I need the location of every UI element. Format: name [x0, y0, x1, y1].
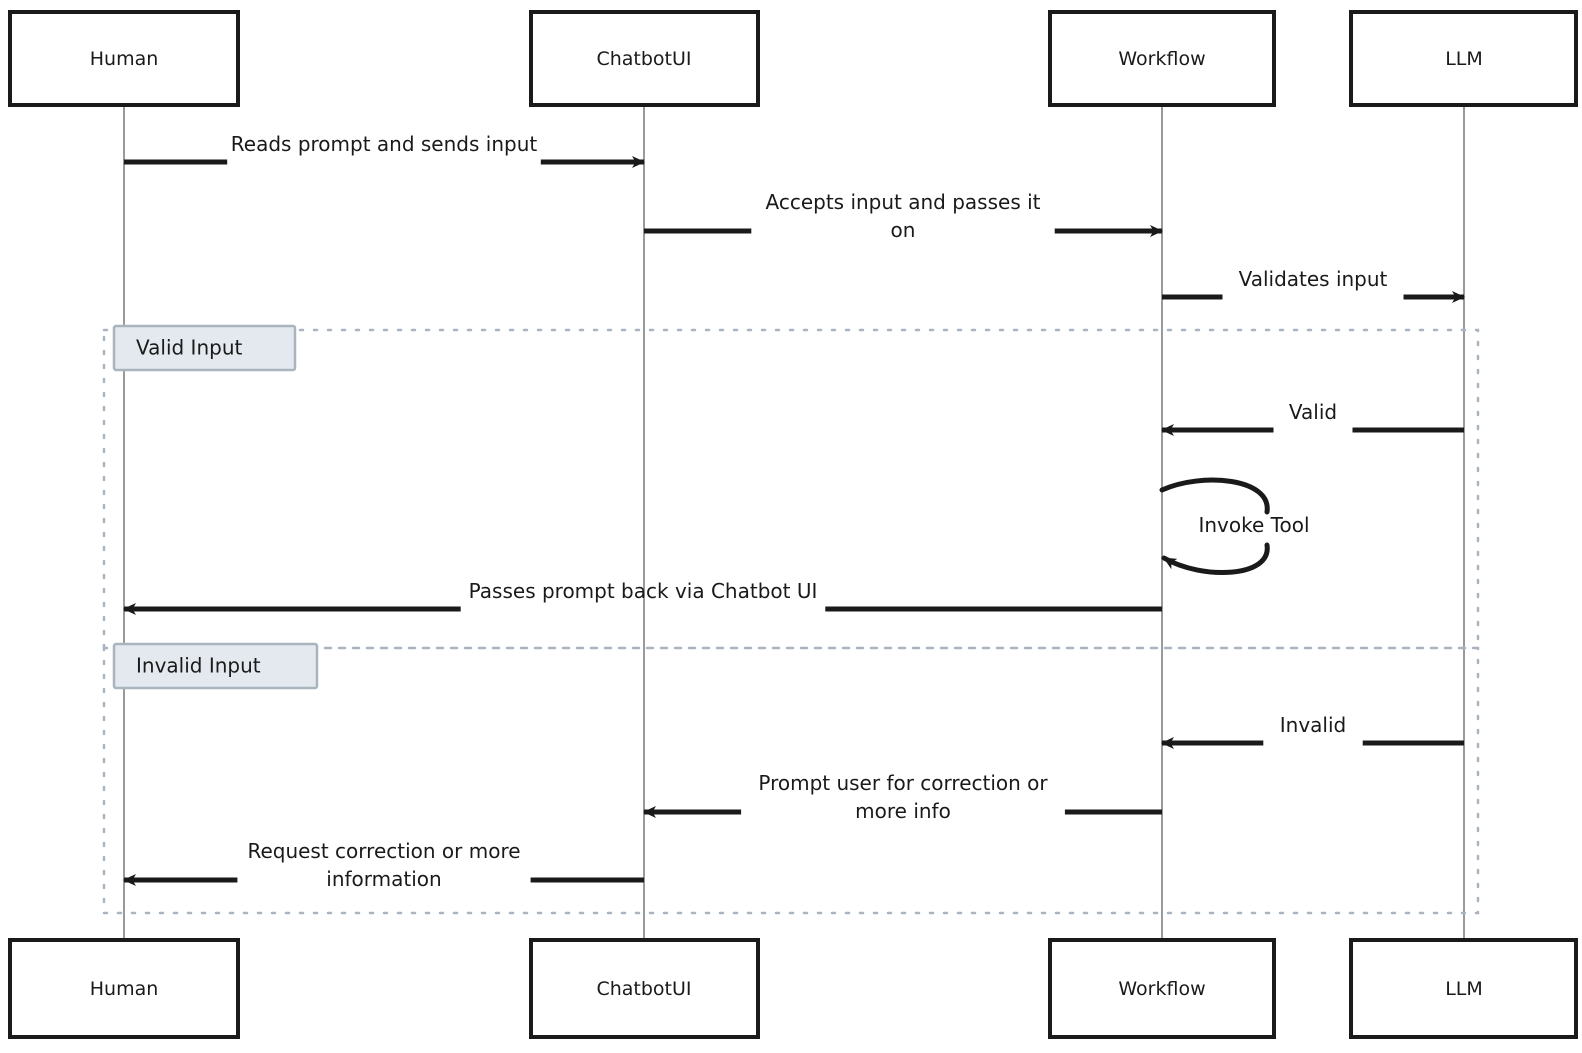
message-label-m9-line2: information: [326, 867, 441, 891]
message-label-m9-line1: Request correction or more: [247, 839, 520, 863]
lifelines-group: [123, 105, 1465, 940]
message-m2: Accepts input and passes it on: [644, 190, 1163, 242]
fragment-box-invalid-input: [102, 646, 1480, 915]
message-m1: Reads prompt and sends input: [124, 132, 645, 168]
actor-box-top-rect-llm: [1349, 10, 1578, 107]
message-m9: Request correction or more information: [123, 839, 644, 891]
message-label-m7: Invalid: [1280, 713, 1346, 737]
message-label-m3: Validates input: [1239, 267, 1388, 291]
message-m5: Invoke Tool: [1159, 477, 1310, 575]
fragment-label-box-valid-input: [112, 324, 297, 372]
actor-box-top-label-workflow: Workflow: [1118, 48, 1205, 70]
actor-box-bottom-rect-chatbotui: [529, 938, 760, 1039]
fragment-label-valid-input: Valid Input: [136, 336, 242, 360]
actor-box-bottom-chatbotui[interactable]: ChatbotUI: [529, 938, 760, 1039]
message-m7: Invalid: [1161, 713, 1464, 749]
actor-box-top-chatbotui[interactable]: ChatbotUI: [529, 10, 760, 107]
message-label-m2-line1: Accepts input and passes it: [766, 190, 1041, 214]
actor-boxes-top-group: Human ChatbotUI Workflow LLM: [8, 10, 1578, 107]
message-label-m4: Valid: [1289, 400, 1337, 424]
message-m3: Validates input: [1162, 267, 1465, 303]
self-loop-upper-m5: [1159, 477, 1270, 515]
message-label-m2-line2: on: [891, 218, 916, 242]
actor-box-top-label-human: Human: [90, 48, 159, 70]
actor-box-bottom-rect-human: [8, 938, 240, 1039]
message-label-m8-line2: more info: [855, 799, 951, 823]
message-label-m8-line1: Prompt user for correction or: [758, 771, 1048, 795]
message-m8: Prompt user for correction or more info: [643, 771, 1162, 823]
message-label-m1: Reads prompt and sends input: [231, 132, 538, 156]
actor-box-top-human[interactable]: Human: [8, 10, 240, 107]
actor-box-top-workflow[interactable]: Workflow: [1048, 10, 1276, 107]
actor-boxes-bottom-group: Human ChatbotUI Workflow LLM: [8, 938, 1578, 1039]
actor-box-bottom-label-chatbotui: ChatbotUI: [596, 978, 691, 1000]
actor-box-top-llm[interactable]: LLM: [1349, 10, 1578, 107]
actor-box-bottom-human[interactable]: Human: [8, 938, 240, 1039]
actor-box-bottom-label-human: Human: [90, 978, 159, 1000]
fragment-label-box-invalid-input: [112, 642, 319, 690]
actor-box-top-label-llm: LLM: [1445, 48, 1483, 70]
actor-box-bottom-rect-llm: [1349, 938, 1578, 1039]
actor-box-bottom-label-workflow: Workflow: [1118, 978, 1205, 1000]
message-m6: Passes prompt back via Chatbot UI: [123, 579, 1162, 615]
self-loop-lower-m5: [1161, 542, 1270, 575]
message-label-m5: Invoke Tool: [1198, 513, 1309, 537]
actor-box-bottom-workflow[interactable]: Workflow: [1048, 938, 1276, 1039]
actor-box-top-label-chatbotui: ChatbotUI: [596, 48, 691, 70]
message-m4: Valid: [1161, 400, 1464, 436]
message-label-m6: Passes prompt back via Chatbot UI: [469, 579, 818, 603]
actor-box-top-rect-chatbotui: [529, 10, 760, 107]
actor-box-bottom-rect-workflow: [1048, 938, 1276, 1039]
actor-box-top-rect-workflow: [1048, 10, 1276, 107]
fragment-label-invalid-input: Invalid Input: [136, 654, 261, 678]
actor-box-bottom-llm[interactable]: LLM: [1349, 938, 1578, 1039]
actor-box-bottom-label-llm: LLM: [1445, 978, 1483, 1000]
actor-box-top-rect-human: [8, 10, 240, 107]
